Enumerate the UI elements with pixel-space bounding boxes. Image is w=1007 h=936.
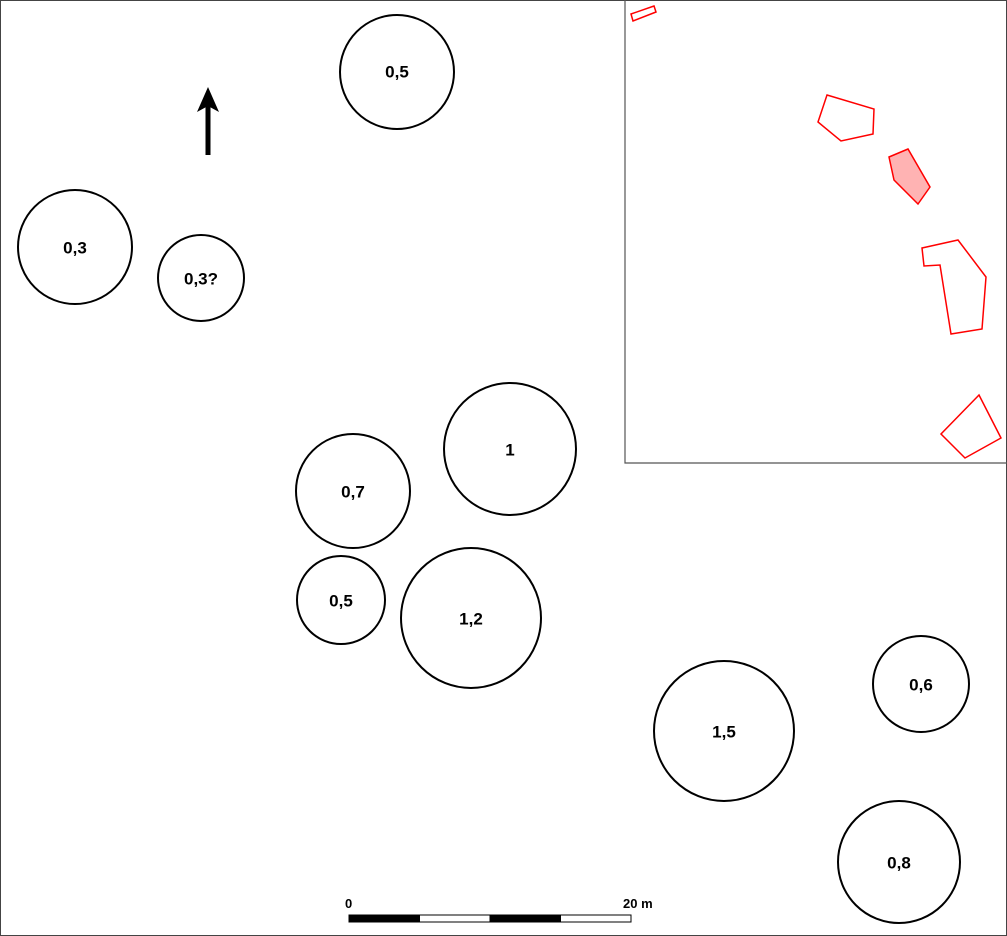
mound-label: 0,3 [63, 238, 87, 257]
inset-polygon [939, 393, 1002, 459]
mound: 0,3 [17, 189, 133, 305]
inset-map [624, 0, 1007, 464]
mound: 0,7 [295, 433, 411, 549]
mound: 0,5 [339, 14, 455, 130]
scale-start-label: 0 [345, 896, 352, 911]
mound: 0,5 [296, 555, 386, 645]
mound: 0,6 [872, 635, 970, 733]
inset-polygon [921, 239, 987, 335]
inset-polygon [817, 94, 875, 142]
mound-label: 1,5 [712, 722, 736, 741]
inset-polygon [630, 5, 657, 22]
mound-label: 1,2 [459, 609, 483, 628]
mound-label: 0,5 [385, 62, 409, 81]
mound: 1,2 [400, 547, 542, 689]
inset-frame [624, 0, 1007, 464]
mound: 0,3? [157, 234, 245, 322]
mound-label: 1 [505, 440, 514, 459]
mound-label: 0,8 [887, 853, 911, 872]
scale-end-label: 20 m [623, 896, 653, 911]
north-arrow-icon [197, 87, 219, 155]
mound: 1 [443, 382, 577, 516]
mound: 1,5 [653, 660, 795, 802]
mound-label: 0,5 [329, 591, 353, 610]
scale-bar: 0 20 m [345, 896, 653, 923]
mound-label: 0,3? [184, 269, 218, 288]
inset-polygon-highlighted [888, 148, 931, 206]
mound: 0,8 [837, 800, 961, 924]
mound-label: 0,6 [909, 675, 933, 694]
mound-label: 0,7 [341, 482, 365, 501]
